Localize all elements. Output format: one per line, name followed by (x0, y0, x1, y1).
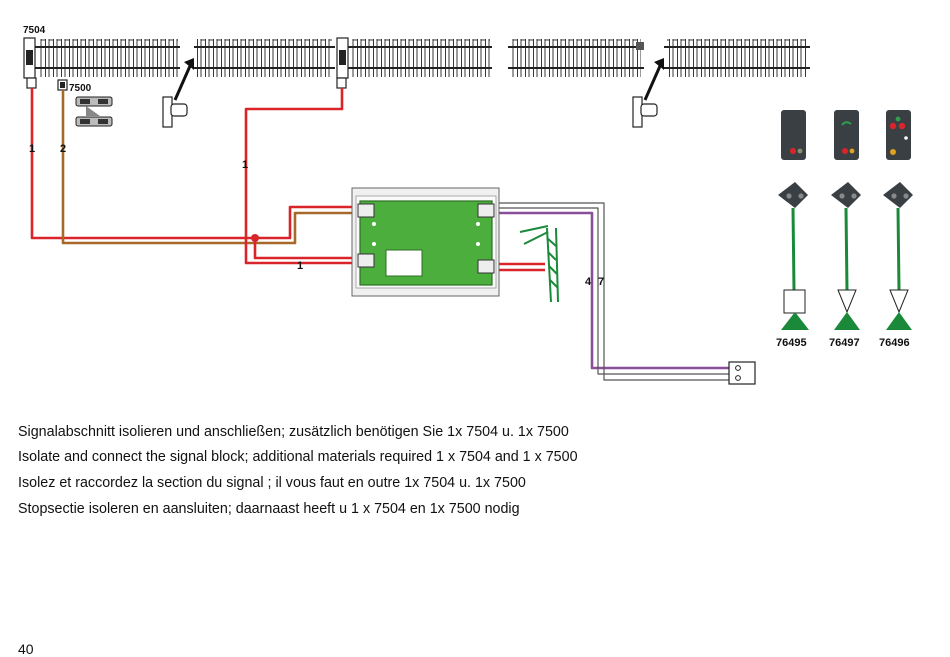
wire-label-1-mid: 1 (242, 159, 248, 171)
wire-label-1-left: 1 (29, 143, 35, 155)
signal-module (351, 187, 500, 297)
grey-wire-a (492, 207, 735, 375)
brown-wire-2 (61, 90, 358, 245)
wire-label-4: 4 (585, 276, 592, 288)
signal-label-76497: 76497 (829, 337, 860, 349)
wire-label-7: 7 (598, 276, 604, 288)
insertion-arrows (162, 58, 664, 128)
track-section (508, 39, 644, 77)
connector-plug (728, 361, 756, 385)
page-number: 40 (18, 641, 34, 657)
signal-label-76495: 76495 (776, 337, 807, 349)
signal-76497 (831, 110, 861, 330)
signal-76496 (883, 110, 913, 330)
wires (30, 88, 735, 381)
track-section (34, 39, 180, 77)
wire-label-1-low: 1 (297, 260, 303, 272)
red-wire-upper-feed (255, 205, 358, 240)
signal-76495 (778, 110, 809, 330)
lattice-mast (519, 225, 559, 303)
red-wire-low (253, 238, 358, 260)
wiring-diagram: 7504 7500 1 2 1 1 4 7 76495 76497 76496 (23, 25, 913, 385)
wire-label-2: 2 (60, 143, 66, 155)
red-wire-1-mid (244, 88, 358, 265)
track-section (664, 39, 810, 77)
red-wire-1-left (30, 88, 255, 240)
caption-french: Isolez et raccordez la section du signal… (18, 475, 526, 491)
label-7504: 7504 (23, 25, 46, 36)
label-7500: 7500 (69, 83, 92, 94)
caption-german: Signalabschnitt isolieren und anschließe… (18, 424, 569, 440)
track-section (348, 39, 492, 77)
caption-dutch: Stopsectie isoleren en aansluiten; daarn… (18, 501, 520, 517)
track-sections (34, 39, 810, 77)
signal-label-76496: 76496 (879, 337, 910, 349)
track-section (194, 39, 335, 77)
purple-wire (492, 211, 735, 370)
plug-parts-7500 (75, 96, 113, 127)
grey-wire-b (492, 202, 735, 381)
caption-english: Isolate and connect the signal block; ad… (18, 449, 578, 465)
